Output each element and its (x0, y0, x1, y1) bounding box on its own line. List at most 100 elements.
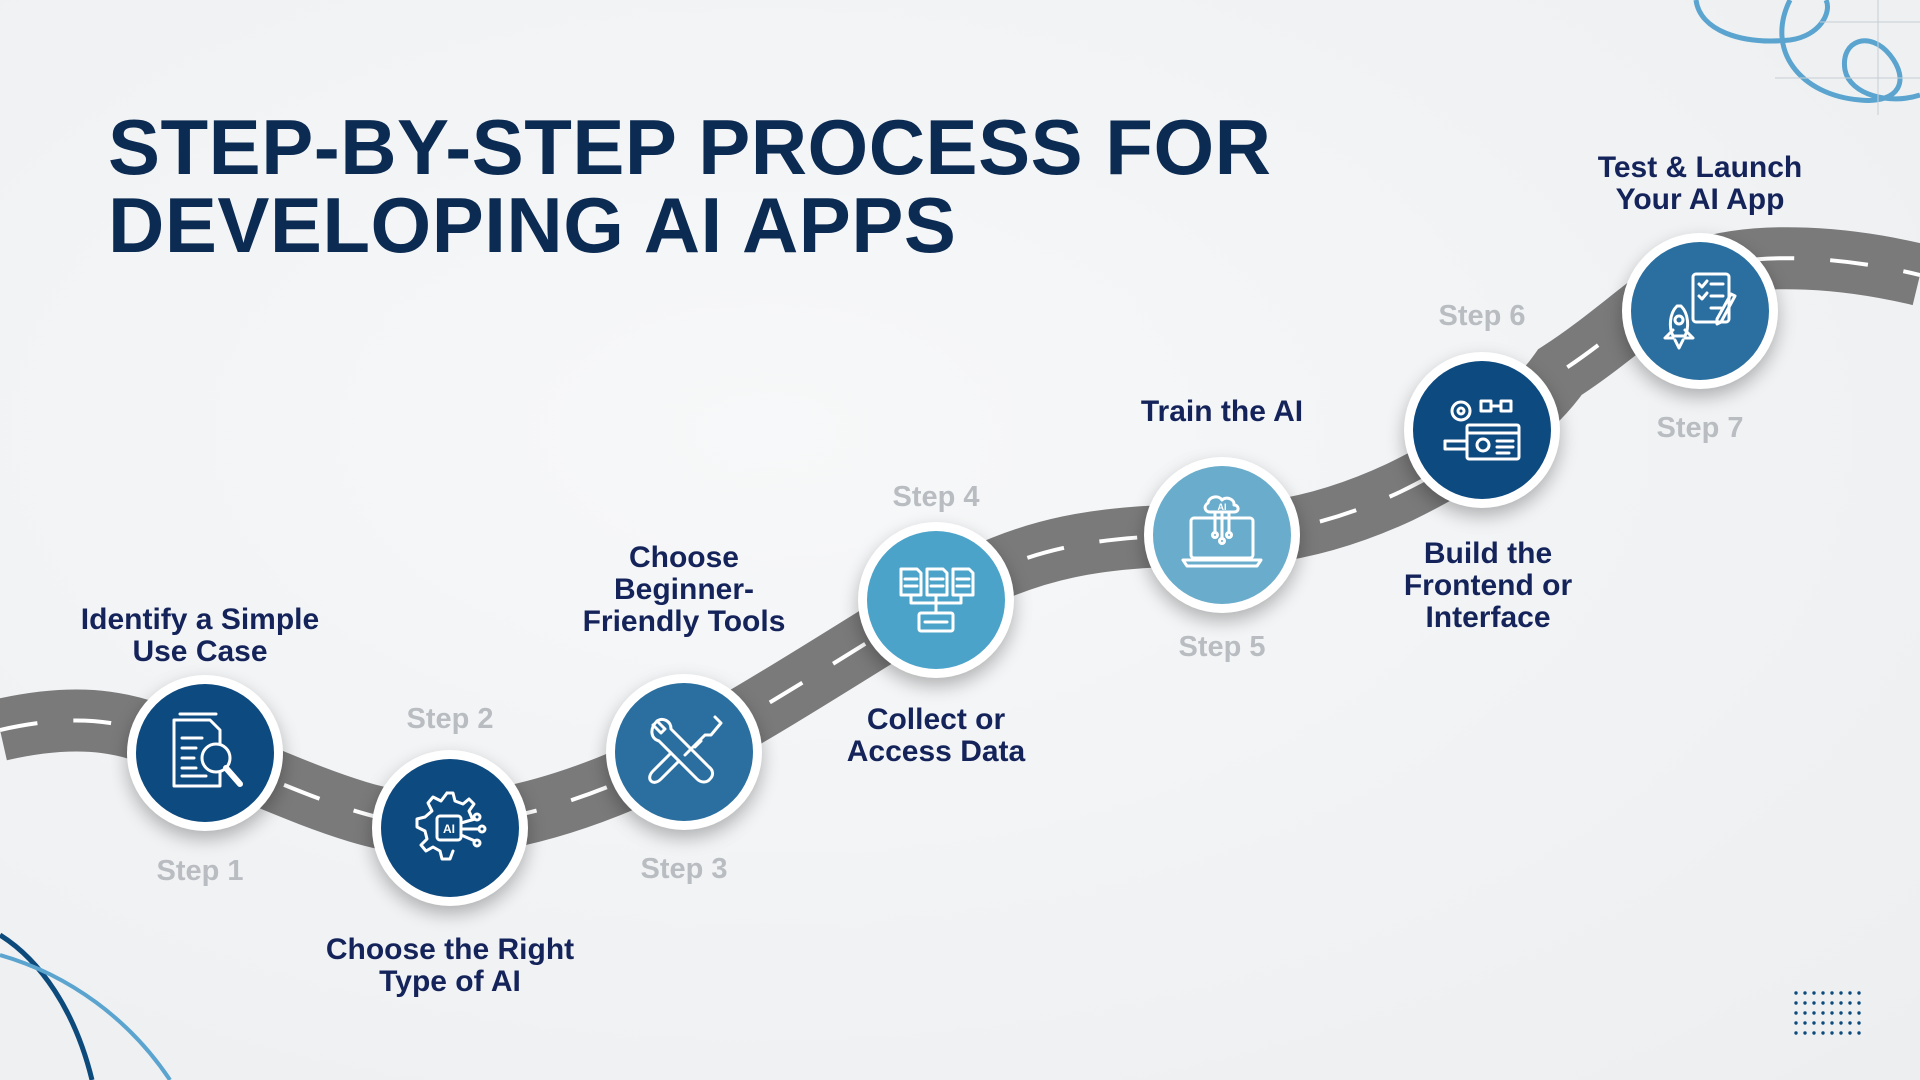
step-1-node (127, 675, 283, 831)
decoration-dot (1803, 1001, 1807, 1005)
decoration-dot (1794, 991, 1798, 995)
decoration-dot (1812, 1011, 1816, 1015)
data-documents-icon (899, 567, 975, 633)
step-2-description-line: Type of AI (379, 965, 521, 998)
svg-text:AI: AI (443, 822, 455, 836)
step-2-description: Choose the Right Type of AI (290, 934, 610, 998)
decoration-dot (1839, 1031, 1843, 1035)
decoration-dot (1839, 1021, 1843, 1025)
decoration-dot (1848, 1001, 1852, 1005)
decoration-dot (1821, 991, 1825, 995)
decoration-dot (1830, 1001, 1834, 1005)
step-1-description-line: Use Case (132, 635, 268, 668)
step-4-label: Step 4 (892, 481, 980, 513)
step-7-node-fill (1631, 242, 1769, 380)
step-5-label: Step 5 (1178, 631, 1266, 663)
step-3-description-line: Beginner- (613, 573, 754, 606)
decoration-dot (1830, 1021, 1834, 1025)
decoration-dot (1839, 1001, 1843, 1005)
ai-gear-icon: AI (415, 791, 487, 861)
step-3-description-line: Choose (628, 541, 739, 574)
ai-laptop-icon: AI (1181, 495, 1263, 568)
step-6-node (1404, 352, 1560, 508)
step-2-description-line: Choose the Right (325, 933, 575, 966)
step-7-description-line: Your AI App (1615, 183, 1785, 216)
step-7-description: Test & Launch Your AI App (1540, 152, 1860, 216)
step-6-description-line: Frontend or (1403, 569, 1573, 602)
decoration-dot (1821, 1031, 1825, 1035)
step-1-label: Step 1 (156, 855, 244, 887)
decoration-dot (1821, 1001, 1825, 1005)
svg-text:AI: AI (1218, 502, 1227, 512)
document-search-icon (172, 712, 243, 788)
decoration-dot (1794, 1001, 1798, 1005)
decoration-dot (1794, 1021, 1798, 1025)
title-line-1: STEP-BY-STEP PROCESS FOR (108, 103, 1272, 191)
decoration-dot (1821, 1021, 1825, 1025)
top-right-loop (1779, 0, 1920, 103)
step-7-description-line: Test & Launch (1597, 151, 1803, 184)
decoration-dot (1821, 1011, 1825, 1015)
step-2-label: Step 2 (406, 703, 494, 735)
step-6-node-fill (1413, 361, 1551, 499)
decoration-dot (1812, 1021, 1816, 1025)
step-3-node-fill (615, 683, 753, 821)
step-4-description-line: Access Data (846, 735, 1026, 768)
step-4-description-line: Collect or (866, 703, 1006, 736)
decoration-dot (1803, 1021, 1807, 1025)
step-4-description: Collect or Access Data (776, 704, 1096, 768)
decoration-dot (1848, 1031, 1852, 1035)
decoration-dot (1812, 991, 1816, 995)
decoration-dot (1848, 991, 1852, 995)
decoration-dot (1857, 1021, 1861, 1025)
step-7-label: Step 7 (1656, 412, 1744, 444)
step-3-node (606, 674, 762, 830)
decoration-dot (1794, 1031, 1798, 1035)
step-5-description: Train the AI (1062, 396, 1382, 428)
road-surface (0, 227, 1920, 857)
step-3-label: Step 3 (640, 853, 728, 885)
title-line-2: DEVELOPING AI APPS (108, 181, 957, 269)
step-3-description-line: Friendly Tools (582, 605, 786, 638)
step-1-description-line: Identify a Simple (80, 603, 320, 636)
decoration-dot (1848, 1021, 1852, 1025)
decoration-dot (1794, 1011, 1798, 1015)
step-7-node (1622, 233, 1778, 389)
decoration-dot (1857, 1001, 1861, 1005)
step-5-node: AI (1144, 457, 1300, 613)
decoration-dot (1839, 1011, 1843, 1015)
decoration-dot (1857, 1011, 1861, 1015)
decoration-dot (1839, 991, 1843, 995)
step-3-description: Choose Beginner- Friendly Tools (524, 542, 844, 638)
step-2-node: AI (372, 750, 528, 906)
wrench-screwdriver-icon (648, 715, 723, 784)
bottom-left-arc-dark (0, 932, 95, 1080)
step-2-node-fill (381, 759, 519, 897)
dot-grid-decoration (1794, 991, 1861, 1035)
step-5-description-line: Train the AI (1140, 395, 1304, 428)
decoration-dot (1803, 991, 1807, 995)
decoration-dot (1830, 1011, 1834, 1015)
page-title: STEP-BY-STEP PROCESS FOR DEVELOPING AI A… (108, 108, 1308, 264)
step-6-description: Build the Frontend or Interface (1328, 538, 1648, 634)
step-1-description: Identify a Simple Use Case (40, 604, 360, 668)
step-6-label: Step 6 (1438, 300, 1526, 332)
rocket-checklist-icon (1663, 272, 1737, 350)
step-6-description-line: Interface (1425, 601, 1551, 634)
decoration-dot (1848, 1011, 1852, 1015)
decoration-dot (1830, 1031, 1834, 1035)
bottom-left-arc-light (0, 953, 172, 1080)
step-4-node (858, 522, 1014, 678)
decoration-dot (1857, 1031, 1861, 1035)
decoration-dot (1812, 1031, 1816, 1035)
frontend-interface-icon (1443, 399, 1521, 461)
decoration-dot (1812, 1001, 1816, 1005)
step-6-description-line: Build the (1423, 537, 1553, 570)
decoration-dot (1857, 991, 1861, 995)
decoration-dot (1803, 1011, 1807, 1015)
decoration-dot (1830, 991, 1834, 995)
decoration-dot (1803, 1031, 1807, 1035)
